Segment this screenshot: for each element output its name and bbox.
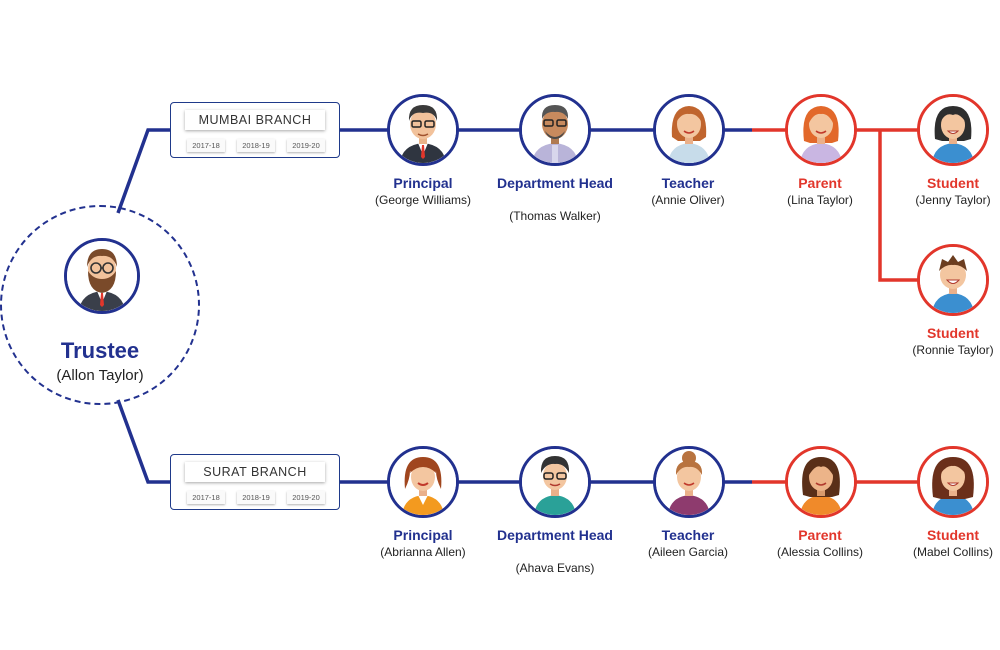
mumbai-branch-box[interactable]: MUMBAI BRANCH 2017-18 2018-19 2019-20 — [170, 102, 340, 158]
person-name: (Mabel Collins) — [912, 545, 994, 559]
person-name: (Abrianna Allen) — [380, 545, 466, 559]
surat-branch-box[interactable]: SURAT BRANCH 2017-18 2018-19 2019-20 — [170, 454, 340, 510]
surat-parent-avatar — [785, 446, 857, 518]
mumbai-teacher-avatar — [653, 94, 725, 166]
mumbai-student-avatar — [917, 94, 989, 166]
surat-principal-avatar — [387, 446, 459, 518]
year-tag[interactable]: 2017-18 — [187, 491, 225, 504]
surat-department-head-avatar — [519, 446, 591, 518]
trustee-avatar — [64, 238, 140, 314]
role-title: Teacher — [661, 175, 715, 191]
year-tag[interactable]: 2018-19 — [237, 491, 275, 504]
role-title: Principal — [393, 175, 453, 191]
mumbai-principal-avatar — [387, 94, 459, 166]
role-title: Department Head — [497, 527, 613, 543]
person-name: (Lina Taylor) — [787, 193, 853, 207]
year-tag[interactable]: 2019-20 — [287, 491, 325, 504]
year-tag[interactable]: 2018-19 — [237, 139, 275, 152]
role-title: Parent — [798, 527, 842, 543]
mumbai-department-head-avatar — [519, 94, 591, 166]
trustee-role: Trustee — [60, 338, 140, 363]
role-title: Principal — [393, 527, 453, 543]
person-name: (George Williams) — [374, 193, 471, 207]
person-name: (Thomas Walker) — [509, 209, 601, 223]
branch-label: SURAT BRANCH — [185, 462, 325, 482]
surat-teacher-avatar — [653, 446, 725, 518]
surat-student-avatar — [917, 446, 989, 518]
role-title: Student — [926, 527, 980, 543]
role-title: Student — [926, 325, 980, 341]
branch-label: MUMBAI BRANCH — [185, 110, 325, 130]
role-title: Parent — [798, 175, 842, 191]
person-name: (Annie Oliver) — [651, 193, 725, 207]
year-tag[interactable]: 2017-18 — [187, 139, 225, 152]
person-name: (Ronnie Taylor) — [912, 343, 994, 357]
mumbai-parent-avatar — [785, 94, 857, 166]
role-title: Department Head — [497, 175, 613, 191]
year-tag[interactable]: 2019-20 — [287, 139, 325, 152]
mumbai-student-avatar — [917, 244, 989, 316]
person-name: (Jenny Taylor) — [915, 193, 991, 207]
person-name: (Aileen Garcia) — [647, 545, 729, 559]
trustee-name: (Allon Taylor) — [56, 367, 144, 384]
person-name: (Ahava Evans) — [515, 561, 595, 575]
role-title: Student — [926, 175, 980, 191]
role-title: Teacher — [661, 527, 715, 543]
person-name: (Alessia Collins) — [776, 545, 864, 559]
trustee-dashed-ring — [0, 205, 200, 405]
